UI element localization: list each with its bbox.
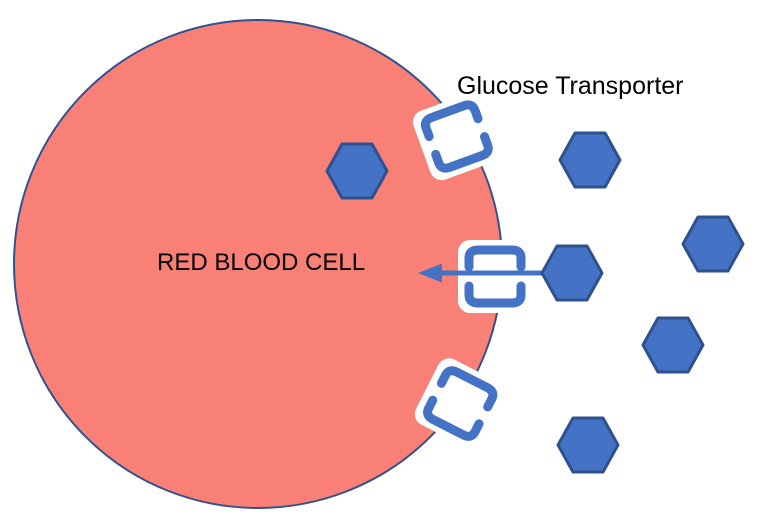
glucose-molecule-inside-1 [325,142,389,200]
transporter-upper-bracket [420,100,483,141]
transporter-channel [458,240,532,313]
glucose-hexagon [641,316,705,374]
transporter-upper-bracket [464,245,526,272]
glucose-hexagon [540,244,604,302]
transporter-upper-bracket [436,366,498,412]
transporter-lower-bracket [431,132,493,173]
glucose-hexagon [558,131,622,189]
glucose-transporter-top [412,92,501,181]
glucose-hexagon [556,416,620,474]
glucose-molecule-outside-3 [540,244,604,302]
transporter-lower-bracket [464,281,526,308]
glucose-transporter-middle [458,240,532,313]
glucose-molecule-outside-5 [641,316,705,374]
glucose-transporter-bottom [414,358,506,449]
glucose-molecule-outside-6 [556,416,620,474]
glucose-molecule-outside-2 [558,131,622,189]
glucose-hexagon [681,215,745,273]
glucose-molecule-outside-4 [681,215,745,273]
cell-label: RED BLOOD CELL [157,249,366,276]
transporter-label: Glucose Transporter [457,72,684,100]
glucose-hexagon [325,142,389,200]
transporter-lower-bracket [423,395,484,441]
